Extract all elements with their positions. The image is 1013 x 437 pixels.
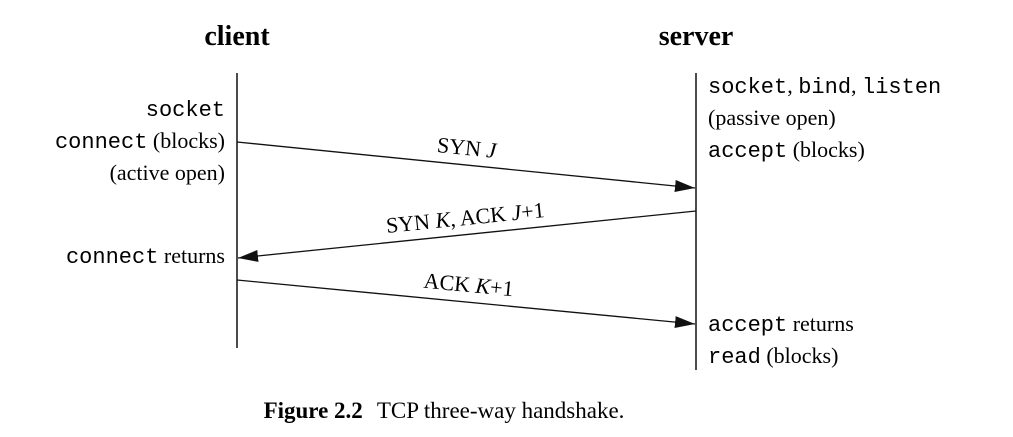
syn-arrow (236, 141, 696, 192)
figure-caption-text: TCP three-way handshake. (377, 398, 625, 423)
ack-arrow (236, 279, 696, 329)
server-header: server (659, 21, 734, 52)
client-note-socket: socket (146, 98, 225, 123)
server-note-passive-open: (passive open) (708, 105, 836, 130)
server-note-accept-returns: accept returns (708, 311, 854, 338)
figure-caption: Figure 2.2 TCP three-way handshake. (264, 398, 625, 423)
syn-label: SYN J (436, 132, 499, 163)
server-note-socket-bind-listen: socket, bind, listen (708, 73, 941, 100)
server-note-read-blocks: read (blocks) (708, 343, 838, 370)
client-note-connect-blocks: connect (blocks) (55, 128, 225, 155)
client-note-active-open: (active open) (110, 160, 225, 185)
client-header: client (204, 21, 270, 52)
syn-ack-arrow (237, 210, 697, 262)
figure-caption-label: Figure 2.2 (264, 398, 363, 423)
client-note-connect-returns: connect returns (66, 243, 225, 270)
server-note-accept-blocks: accept (blocks) (708, 137, 865, 164)
ack-label: ACK K+1 (423, 268, 515, 302)
syn-ack-label: SYN K, ACK J+1 (385, 197, 546, 238)
